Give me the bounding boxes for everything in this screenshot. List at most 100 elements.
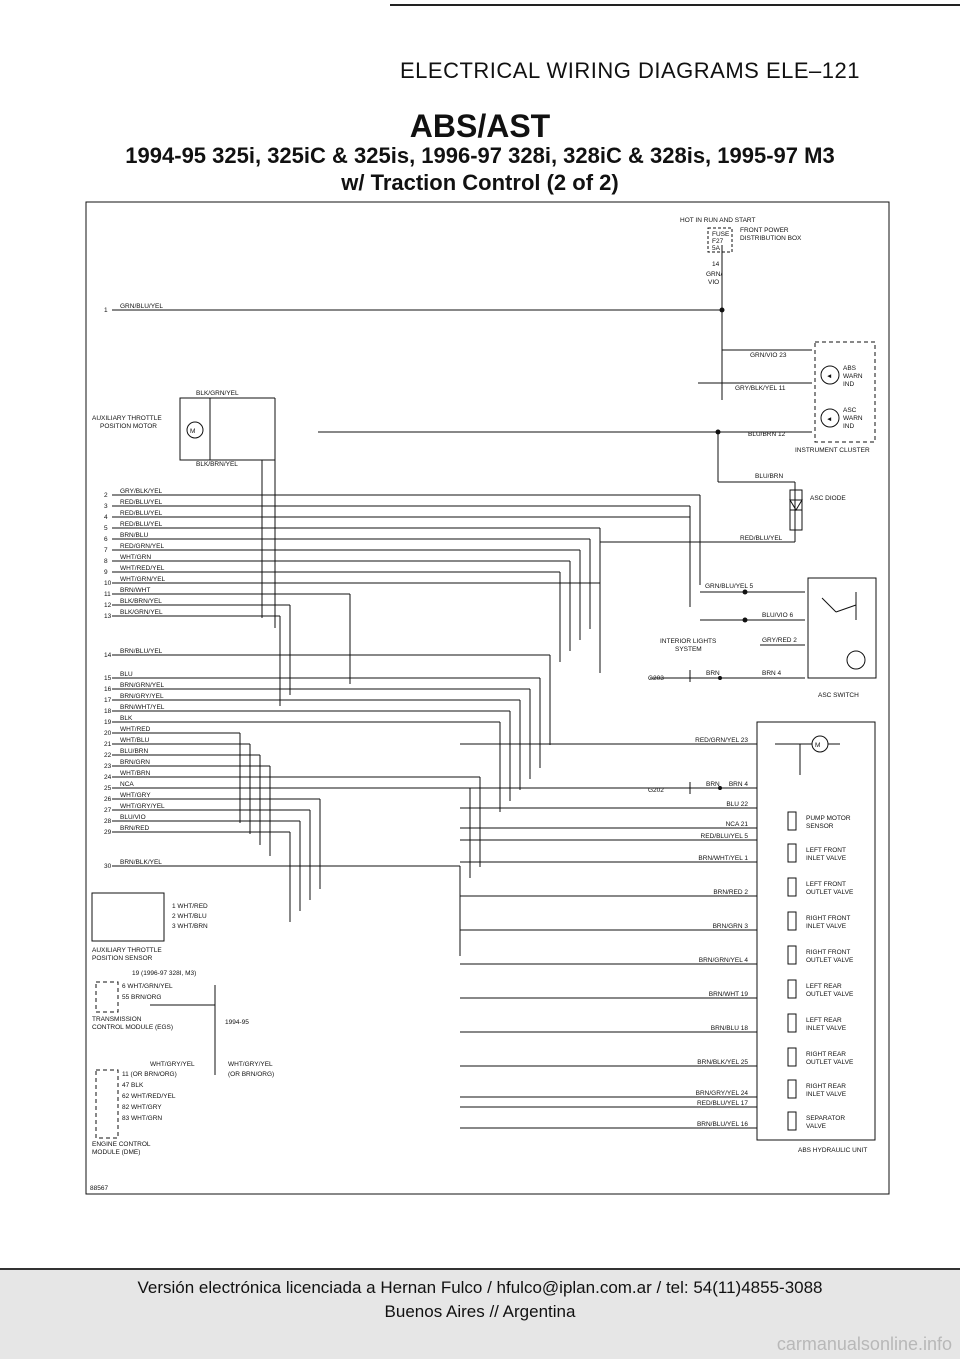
- svg-text:◄: ◄: [826, 373, 832, 380]
- license-line-1: Versión electrónica licenciada a Hernan …: [137, 1278, 823, 1297]
- valve-label-2: INLET VALVE: [806, 1091, 847, 1098]
- abs-warn-1: ABS: [843, 365, 857, 372]
- wire-number: 17: [104, 697, 112, 704]
- valve-label-1: LEFT FRONT: [806, 847, 846, 854]
- abs-warn-2: WARN: [843, 373, 863, 380]
- sw-wire-1: GRN/BLU/YEL 5: [705, 583, 754, 590]
- pin-label: BRN/GRY/YEL 24: [696, 1090, 749, 1097]
- ground-g203-icon: [689, 670, 722, 682]
- figure-ref: 88567: [90, 1185, 108, 1192]
- wire-number: 28: [104, 818, 112, 825]
- red-blu-yel-label: RED/BLU/YEL: [740, 535, 783, 542]
- svg-text:M: M: [190, 428, 195, 435]
- ground-g202-icon: [689, 782, 722, 794]
- wire-number: 20: [104, 730, 112, 737]
- pin-label: BRN/BLU 18: [711, 1025, 749, 1032]
- wire-number: 2: [104, 492, 108, 499]
- hydraulic-pin-8: BRN/GRN 3: [460, 923, 757, 931]
- valve-label-1: RIGHT REAR: [806, 1083, 846, 1090]
- wire-number: 19: [104, 719, 112, 726]
- pin-label: RED/BLU/YEL 17: [697, 1100, 748, 1107]
- wire-color-label: BRN/GRN/YEL: [120, 682, 164, 689]
- sensor-pin-3: 3 WHT/BRN: [172, 923, 208, 930]
- hydraulic-pin-5: RED/BLU/YEL 5: [460, 833, 757, 841]
- ic-wire-2: GRY/BLK/YEL 11: [735, 385, 786, 392]
- sw-wire-2: BLU/VIO 6: [762, 612, 793, 619]
- wire-color-label: WHT/GRN/YEL: [120, 576, 166, 583]
- wire-color-label: GRN/BLU/YEL: [120, 303, 163, 310]
- aux-sensor-label-2: POSITION SENSOR: [92, 955, 153, 962]
- hydraulic-pin-7: BRN/RED 2: [460, 889, 757, 897]
- solenoid-icon: [787, 945, 797, 965]
- hydraulic-pin-10: BRN/WHT 19: [460, 991, 757, 999]
- solenoid-icon: [787, 877, 797, 897]
- dme-wire-altb: (OR BRN/ORG): [228, 1071, 274, 1078]
- asc-warn-lamp-icon: ◄: [820, 408, 840, 428]
- valve-label-2: OUTLET VALVE: [806, 889, 854, 896]
- hydraulic-pin-6: BRN/WHT/YEL 1: [460, 855, 757, 863]
- wire-number: 16: [104, 686, 112, 693]
- grn-vio-label-1: GRN/: [706, 271, 722, 278]
- wire-number: 15: [104, 675, 112, 682]
- valve-label-1: LEFT FRONT: [806, 881, 846, 888]
- pin-label: RED/BLU/YEL 5: [701, 833, 749, 840]
- pin-label: BRN/GRN 3: [713, 923, 749, 930]
- egs-note: 19 (1996-97 328I, M3): [132, 970, 196, 977]
- wire-number: 22: [104, 752, 112, 759]
- dme-pin-62: 62 WHT/RED/YEL: [122, 1093, 176, 1100]
- hydraulic-pin-12: BRN/BLK/YEL 25: [460, 1059, 757, 1067]
- fuse-box: [707, 227, 733, 253]
- dme-pin-83: 83 WHT/GRN: [122, 1115, 162, 1122]
- dme-pin-47: 47 BLK: [122, 1082, 144, 1089]
- pin-label: BRN 4: [729, 781, 749, 788]
- blu-brn-label: BLU/BRN: [755, 473, 783, 480]
- hydraulic-pin-1: RED/GRN/YEL 23: [460, 737, 757, 745]
- wire-number: 18: [104, 708, 112, 715]
- wire-number: 13: [104, 613, 112, 620]
- wire-color-label: BRN/GRY/YEL: [120, 693, 164, 700]
- wire-number: 8: [104, 558, 108, 565]
- wire-color-label: NCA: [120, 781, 134, 788]
- blk-brn-yel-label: BLK/BRN/YEL: [196, 461, 238, 468]
- dme-pin-82: 82 WHT/GRY: [122, 1104, 162, 1111]
- running-title: ELECTRICAL WIRING DIAGRAMS ELE–121: [400, 58, 860, 83]
- valve-label-1: LEFT REAR: [806, 983, 842, 990]
- wire-color-label: BRN/BLK/YEL: [120, 859, 162, 866]
- solenoid-icon: [787, 1111, 797, 1131]
- page-header: ELECTRICAL WIRING DIAGRAMS ELE–121 ABS/A…: [0, 0, 960, 200]
- instrument-cluster-label: INSTRUMENT CLUSTER: [795, 447, 870, 454]
- solenoid-icon: [787, 843, 797, 863]
- splice-dots: [715, 307, 748, 623]
- pin-label: RED/GRN/YEL 23: [695, 737, 748, 744]
- wire-number: 7: [104, 547, 108, 554]
- wire-color-label: RED/BLU/YEL: [120, 499, 163, 506]
- solenoid-icon: [787, 911, 797, 931]
- diagram-title: ABS/AST: [409, 108, 551, 144]
- wire-number: 26: [104, 796, 112, 803]
- wire-number: 9: [104, 569, 108, 576]
- ic-wire-1: GRN/VIO 23: [750, 352, 787, 359]
- left-wire-17: 17 BRN/GRY/YEL: [104, 693, 521, 790]
- egs-years: 1994-95: [225, 1019, 249, 1026]
- fuse-id: F27: [712, 238, 724, 245]
